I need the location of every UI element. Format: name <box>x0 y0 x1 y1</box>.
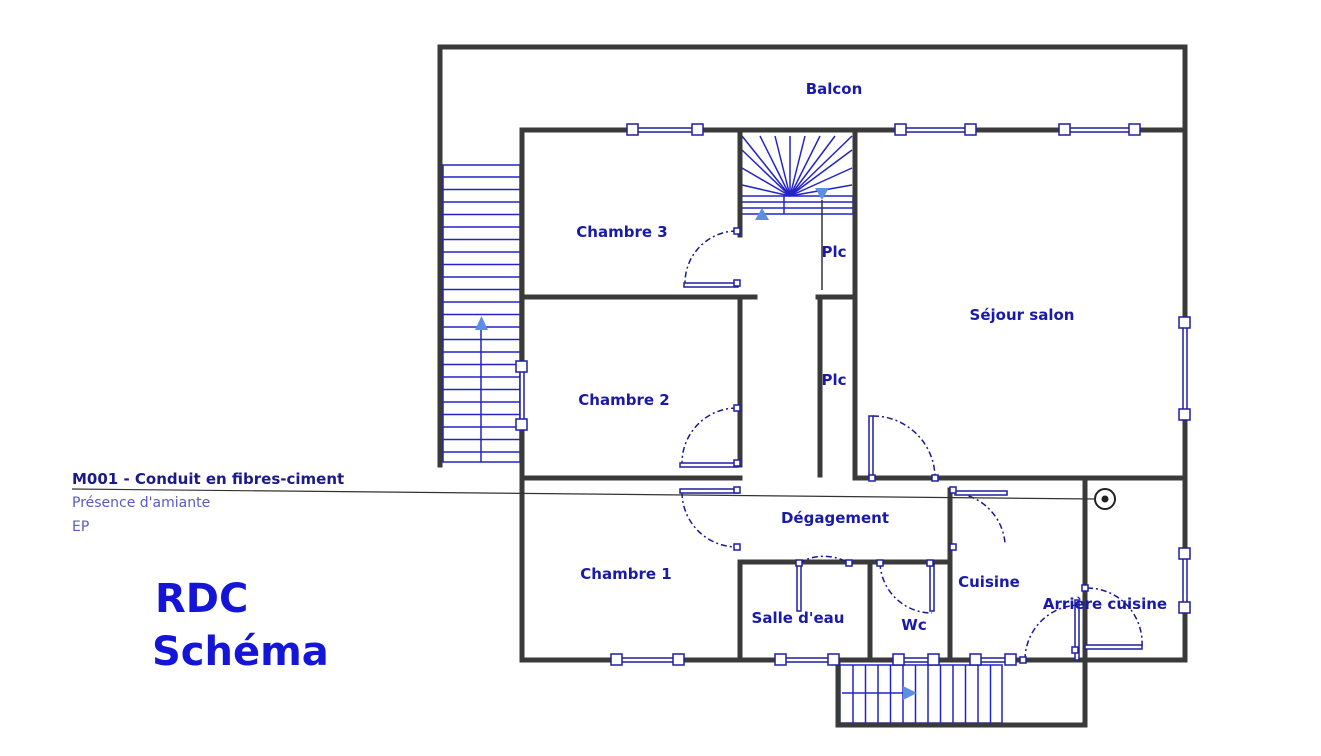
room-plc-2: Plc <box>821 371 846 389</box>
door-swing[interactable] <box>872 415 936 479</box>
stair-arrow-icon <box>475 316 488 330</box>
room-chambre-2: Chambre 2 <box>578 391 669 409</box>
plan-level: RDC <box>155 576 248 622</box>
room-balcon: Balcon <box>806 80 863 98</box>
window <box>899 127 971 133</box>
flue-icon <box>1094 488 1116 510</box>
stair-arrow-icon <box>815 188 829 200</box>
window <box>1182 552 1188 608</box>
door-swing[interactable] <box>798 555 850 564</box>
door-swing[interactable] <box>681 491 738 548</box>
window <box>615 657 679 663</box>
annotation-title: M001 - Conduit en fibres-ciment <box>72 470 344 488</box>
room-degagement: Dégagement <box>781 509 889 527</box>
door-swing[interactable] <box>684 230 738 284</box>
door-swing[interactable] <box>1024 604 1081 661</box>
doors <box>679 227 1143 664</box>
stair-arrow-icon <box>755 208 769 220</box>
door-swing[interactable] <box>879 562 933 614</box>
annotation-leader <box>71 488 1096 500</box>
room-plc-1: Plc <box>821 243 846 261</box>
plan-subtitle: Schéma <box>152 629 329 675</box>
room-chambre-1: Chambre 1 <box>580 565 671 583</box>
door-swing[interactable] <box>681 407 738 464</box>
door-swing[interactable] <box>954 492 1006 544</box>
annotation-code: EP <box>72 519 89 535</box>
room-sejour-salon: Séjour salon <box>970 306 1075 324</box>
window <box>779 657 834 663</box>
door-swing[interactable] <box>1086 587 1143 647</box>
annotation-status: Présence d'amiante <box>72 495 210 511</box>
windows <box>515 123 1191 666</box>
room-arriere-cuisine: Arrière cuisine <box>1043 595 1167 613</box>
stair-arrow-icon <box>903 686 917 700</box>
stairs-spiral <box>739 135 854 290</box>
room-chambre-3: Chambre 3 <box>576 223 667 241</box>
window <box>519 365 525 425</box>
window <box>1063 127 1135 133</box>
stairs-bottom <box>839 664 1003 724</box>
room-salle-d-eau: Salle d'eau <box>752 609 845 627</box>
room-cuisine: Cuisine <box>958 573 1020 591</box>
window <box>631 127 698 133</box>
window <box>1182 321 1188 415</box>
room-wc: Wc <box>901 616 926 634</box>
